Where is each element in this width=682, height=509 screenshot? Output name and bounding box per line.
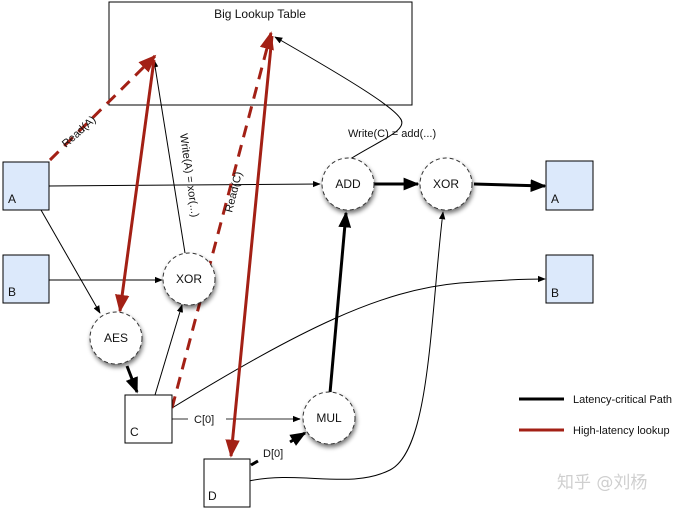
label-write-c: Write(C) = add(...) (348, 128, 436, 140)
input-a: A (2, 161, 50, 211)
register-d-label: D (208, 489, 217, 503)
op-mul-label: MUL (316, 411, 342, 425)
edge-lookup-to-aes (115, 59, 156, 313)
label-read-c: Read(C) (223, 170, 245, 213)
op-xor-1: XOR (162, 252, 216, 306)
op-add-label: ADD (335, 177, 361, 191)
edge-d-to-xor2 (248, 211, 446, 482)
edge-xor2-to-output-a (473, 179, 547, 192)
legend-item-critical: Latency-critical Path (519, 394, 672, 406)
register-c-label: C (130, 425, 139, 439)
edge-d-to-mul (250, 459, 259, 467)
op-mul: MUL (302, 391, 356, 445)
edge-mul-to-add (328, 211, 352, 394)
input-b: B (2, 254, 50, 304)
legend-label-critical: Latency-critical Path (573, 394, 672, 406)
op-xor-2: XOR (419, 157, 473, 211)
edge-c-to-xor (154, 304, 183, 396)
output-a: A (545, 160, 594, 211)
op-aes-label: AES (104, 331, 128, 345)
label-read-a: Read(A) (60, 114, 98, 150)
op-aes: AES (89, 311, 143, 365)
edge-c-to-output-b (171, 275, 546, 409)
label-c0: C[0] (194, 414, 214, 426)
register-c: C (124, 394, 173, 444)
edge-xor-write-a (151, 59, 186, 254)
op-xor-1-label: XOR (176, 272, 202, 286)
edge-a-to-add (48, 180, 321, 188)
output-a-label: A (551, 192, 559, 206)
output-b-label: B (551, 286, 559, 300)
legend: Latency-critical Path High-latency looku… (519, 394, 672, 437)
register-d: D (203, 458, 251, 508)
lookup-edges (48, 31, 274, 458)
label-write-a: Write(A) = xor(...) (177, 133, 201, 218)
big-lookup-table: Big Lookup Table (108, 1, 413, 106)
critical-edges (125, 177, 547, 467)
legend-label-lookup: High-latency lookup (573, 425, 670, 437)
edge-read-c (170, 31, 274, 409)
input-b-label: B (8, 285, 16, 299)
lookup-table-title: Big Lookup Table (214, 7, 306, 21)
edge-aes-to-c (125, 365, 139, 394)
op-add: ADD (321, 157, 375, 211)
output-b: B (545, 254, 594, 304)
watermark: 知乎 @刘杨 (557, 473, 647, 493)
edge-read-a (48, 54, 157, 162)
edge-d0-to-mul (289, 431, 307, 446)
op-xor-2-label: XOR (433, 177, 459, 191)
edge-add-write-c (274, 36, 403, 162)
edge-lookup-to-d (225, 35, 274, 458)
input-a-label: A (8, 192, 16, 206)
legend-item-lookup: High-latency lookup (519, 425, 670, 437)
label-d0: D[0] (263, 448, 283, 460)
edge-a-to-aes (40, 209, 101, 314)
